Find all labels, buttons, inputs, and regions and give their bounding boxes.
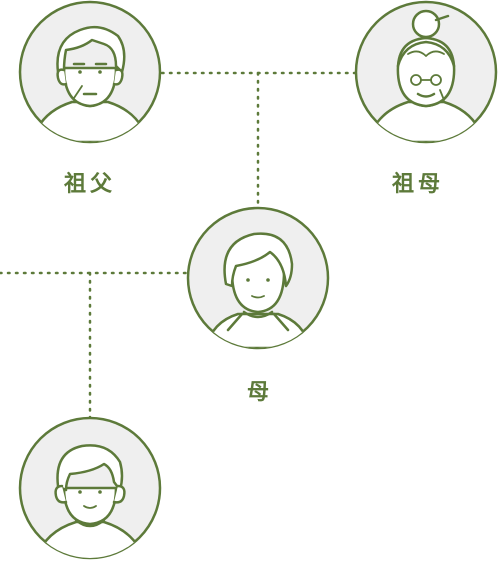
grandfather-label: 祖父	[63, 172, 116, 197]
grandfather-avatar-icon	[18, 0, 162, 144]
mother-avatar-icon	[186, 206, 330, 350]
mother-label: 母	[246, 380, 273, 405]
child-avatar-icon	[18, 416, 162, 560]
grandmother-avatar-icon	[354, 0, 498, 144]
connector-lines	[0, 71, 357, 420]
grandmother-label: 祖母	[391, 172, 444, 197]
